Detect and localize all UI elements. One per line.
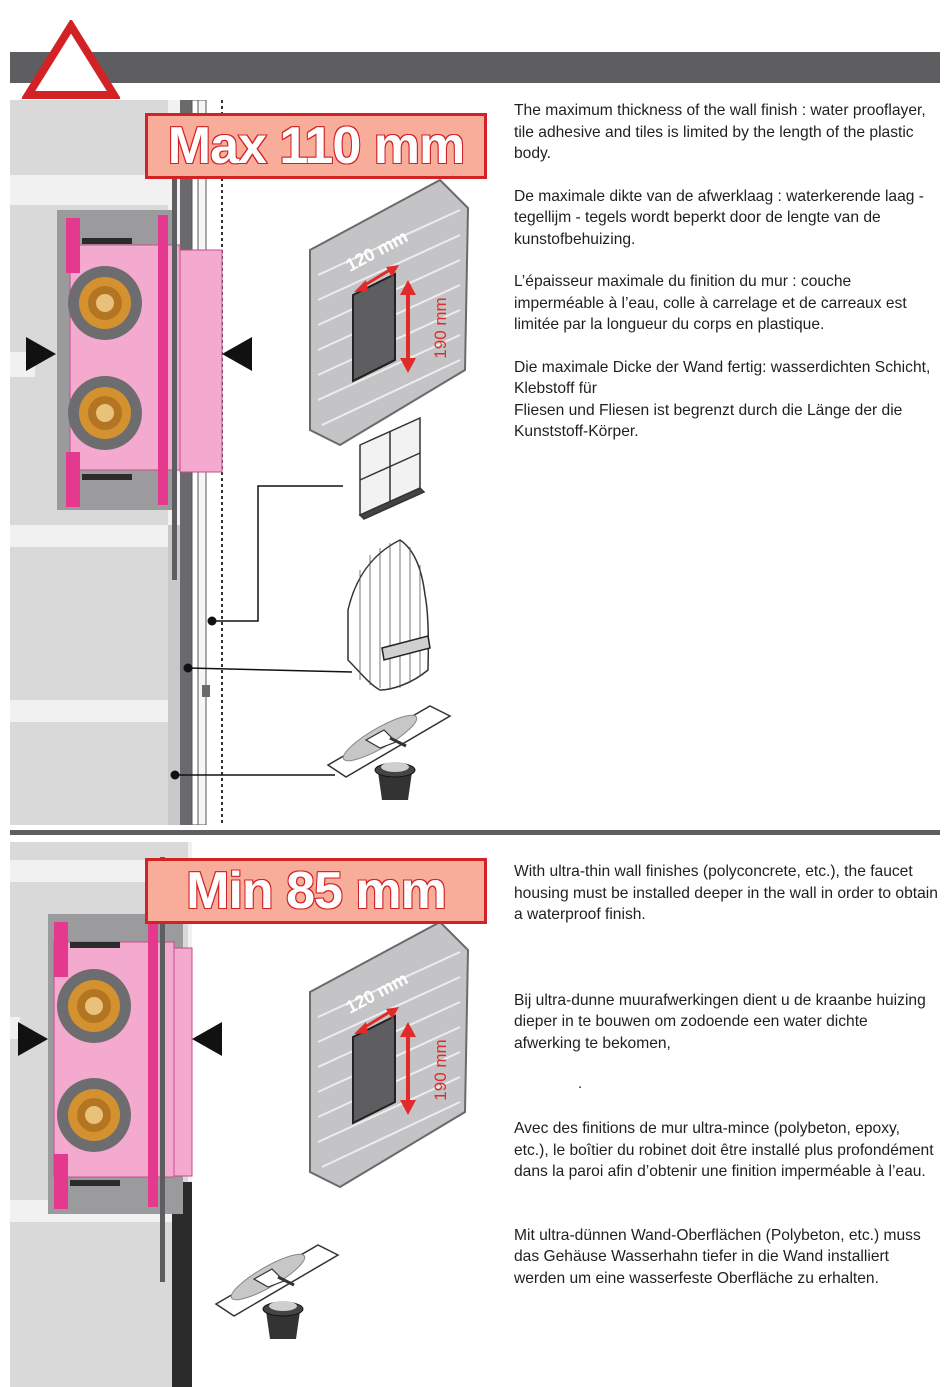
section1-text: The maximum thickness of the wall finish… [514, 100, 938, 464]
paragraph-nl: De maximale dikte van de afwerklaag : wa… [514, 187, 924, 248]
max-thickness-label: Max 110 mm [167, 116, 466, 176]
paragraph-fr: L’épaisseur maximale du finition du mur … [514, 273, 907, 333]
installation-diagram-max: 120 mm 190 mm [10, 100, 500, 825]
paragraph-de: Mit ultra-dünnen Wand-Oberflächen (Polyb… [514, 1226, 921, 1287]
warning-triangle-icon [22, 20, 120, 99]
paragraph-en: The maximum thickness of the wall finish… [514, 102, 926, 162]
dimension-label: 190 mm [431, 297, 450, 358]
stray-mark: . [578, 1075, 583, 1092]
section-divider [10, 830, 940, 835]
paragraph-nl: Bij ultra-dunne muurafwerkingen dient u … [514, 991, 926, 1052]
min-depth-badge: Min 85 mm [145, 858, 487, 924]
max-thickness-badge: Max 110 mm [145, 113, 487, 179]
dimension-label: 190 mm [431, 1039, 450, 1100]
installation-diagram-min: 120 mm 190 mm [10, 842, 500, 1387]
paragraph-en: With ultra-thin wall finishes (polyconcr… [514, 863, 938, 923]
header-bar [10, 52, 940, 83]
paragraph-de: Die maximale Dicke der Wand fertig: wass… [514, 358, 931, 441]
min-depth-label: Min 85 mm [185, 861, 448, 921]
section2-text: With ultra-thin wall finishes (polyconcr… [514, 861, 938, 1310]
paragraph-fr: Avec des finitions de mur ultra-mince (p… [514, 1120, 934, 1180]
